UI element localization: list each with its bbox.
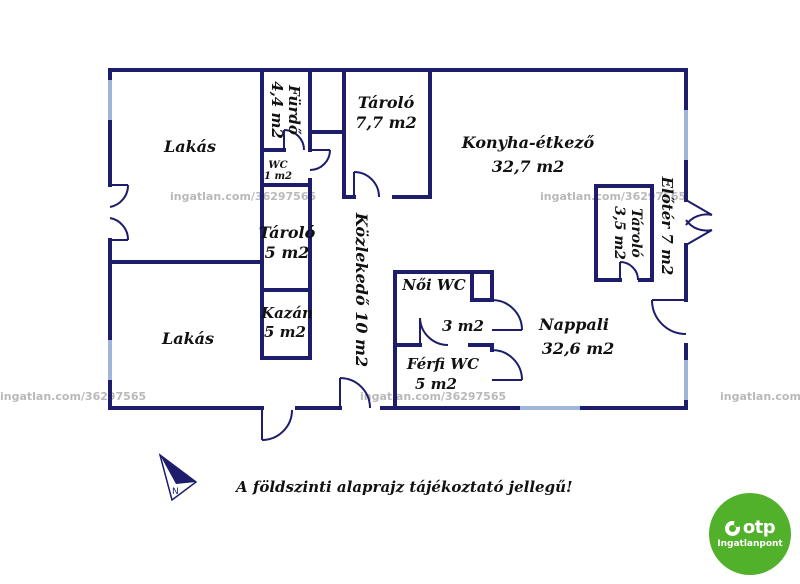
label-ferfi-wc-name: Férfi WC	[406, 355, 479, 373]
label-tarolo2-area: 5 m2	[265, 243, 310, 262]
label-kazan-name: Kazán	[260, 304, 313, 322]
label-furdo-area: 4,4 m2	[268, 81, 286, 139]
label-kazan-area: 5 m2	[264, 323, 306, 341]
label-nappali-area: 32,6 m2	[542, 339, 615, 358]
label-furdo-name: Fürdő	[285, 84, 303, 135]
watermark-1: ingatlan.com/36297565	[170, 190, 316, 203]
label-ferfi-wc-area: 5 m2	[415, 375, 457, 393]
label-nappali-name: Nappali	[538, 315, 609, 334]
windows	[108, 80, 688, 410]
label-tarolo1-name: Tároló	[358, 93, 415, 112]
label-tarolo3-area: 3,5 m2	[611, 206, 627, 260]
label-kozlekedo: Közlekedő 10 m2	[352, 212, 371, 367]
label-noi-wc-area: 3 m2	[442, 317, 484, 335]
label-noi-wc-name: Női WC	[401, 276, 465, 294]
compass-arrow-icon: N	[158, 453, 198, 502]
label-tarolo2-name: Tároló	[259, 223, 316, 242]
doors	[109, 129, 713, 441]
label-lakas-bottom: Lakás	[161, 329, 214, 348]
label-tarolo1-area: 7,7 m2	[355, 113, 416, 132]
otp-logo-subtitle: Ingatlanpont	[717, 539, 783, 549]
watermark-3: ingatlan.com/36297565	[0, 390, 146, 403]
label-eloter: Előtér 7 m2	[658, 176, 676, 276]
watermark-5: ingatlan.com/36297565	[720, 390, 800, 403]
label-konyha-area: 32,7 m2	[492, 157, 565, 176]
otp-logo-word: otp	[742, 517, 776, 538]
watermark-2: ingatlan.com/36297565	[540, 190, 686, 203]
compass-letter: N	[172, 487, 179, 497]
otp-logo: otp Ingatlanpont	[709, 493, 791, 575]
disclaimer-note: A földszinti alaprajz tájékoztató jelleg…	[236, 478, 573, 496]
otp-logo-icon	[724, 519, 741, 536]
label-tarolo3-name: Tároló	[628, 208, 644, 258]
label-lakas-top: Lakás	[163, 137, 216, 156]
room-labels: Lakás Lakás Fürdő 4,4 m2 WC 1 m2 Tároló …	[161, 81, 676, 393]
label-wc-area: 1 m2	[264, 171, 292, 182]
label-wc-name: WC	[268, 160, 287, 171]
label-konyha-name: Konyha-étkező	[461, 133, 595, 152]
